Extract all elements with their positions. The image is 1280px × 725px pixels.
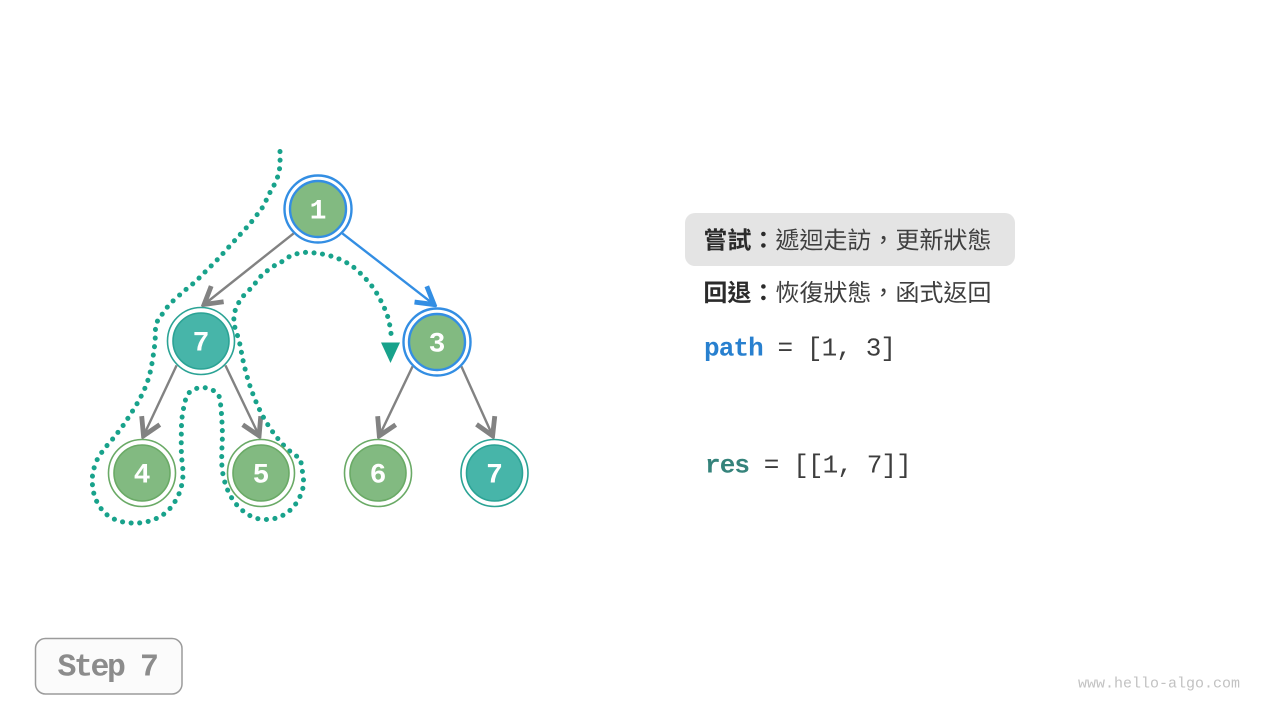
svg-text:7: 7 — [193, 328, 210, 359]
svg-text:7: 7 — [486, 460, 503, 491]
svg-text:1: 1 — [310, 196, 327, 227]
svg-text:res = [[1, 7]]: res = [[1, 7]] — [705, 450, 911, 480]
svg-text:4: 4 — [134, 460, 151, 491]
svg-text:5: 5 — [253, 460, 270, 491]
svg-text:6: 6 — [370, 460, 387, 491]
svg-text:Step 7: Step 7 — [57, 650, 157, 685]
svg-text:www.hello-algo.com: www.hello-algo.com — [1078, 676, 1240, 693]
svg-text:3: 3 — [429, 329, 446, 360]
svg-text:path = [1, 3]: path = [1, 3] — [704, 334, 895, 364]
